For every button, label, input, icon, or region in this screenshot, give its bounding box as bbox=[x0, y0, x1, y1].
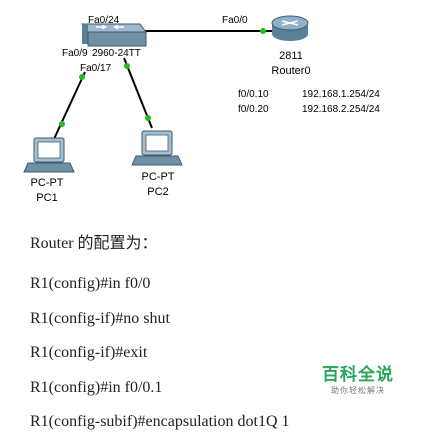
port-label: Fa0/24 bbox=[88, 15, 120, 26]
watermark-subtitle: 助你轻松解决 bbox=[331, 386, 385, 395]
pc2-name-label: PC2 bbox=[147, 186, 169, 198]
config-command: R1(config-if)#no shut bbox=[30, 310, 170, 327]
pc1-name-label: PC1 bbox=[36, 192, 58, 204]
pc1-icon[interactable] bbox=[23, 137, 75, 173]
subinterface-ip: 192.168.2.254/24 bbox=[302, 104, 380, 115]
config-command: R1(config)#in f0/0 bbox=[30, 275, 151, 292]
router-icon[interactable] bbox=[271, 15, 309, 41]
link-switch-pc1 bbox=[53, 71, 86, 140]
switch-model-label: 2960-24TT bbox=[92, 48, 141, 59]
watermark-title: 百科全说 bbox=[322, 365, 394, 384]
subinterface-table: f0/0.10 192.168.1.254/24 f0/0.20 192.168… bbox=[238, 87, 422, 117]
watermark: 百科全说 助你轻松解决 bbox=[322, 366, 394, 395]
link-up-indicator bbox=[59, 121, 65, 127]
pc2-type-label: PC-PT bbox=[141, 171, 175, 183]
router-model-label: 2811 bbox=[279, 50, 303, 62]
link-up-indicator bbox=[260, 28, 266, 34]
link-up-indicator bbox=[79, 74, 85, 80]
subinterface-name: f0/0.20 bbox=[238, 104, 269, 115]
config-command: R1(config)#in f0/0.1 bbox=[30, 379, 163, 396]
port-label: Fa0/0 bbox=[222, 15, 248, 26]
subinterface-row: f0/0.20 192.168.2.254/24 bbox=[238, 102, 422, 117]
link-up-indicator bbox=[124, 63, 130, 69]
port-label: Fa0/9 bbox=[62, 48, 88, 59]
config-command: R1(config-if)#exit bbox=[30, 344, 148, 361]
pc2-icon[interactable] bbox=[131, 130, 183, 166]
config-command: R1(config-subif)#encapsulation dot1Q 1 bbox=[30, 413, 290, 430]
subinterface-name: f0/0.10 bbox=[238, 89, 269, 100]
port-label: Fa0/17 bbox=[80, 63, 112, 74]
subinterface-ip: 192.168.1.254/24 bbox=[302, 89, 380, 100]
link-up-indicator bbox=[145, 115, 151, 121]
config-heading: Router 的配置为： bbox=[30, 235, 158, 252]
router-name-label: Router0 bbox=[271, 65, 311, 77]
switch-icon[interactable] bbox=[81, 23, 147, 47]
pc1-type-label: PC-PT bbox=[30, 177, 64, 189]
topology-diagram bbox=[23, 15, 309, 173]
subinterface-row: f0/0.10 192.168.1.254/24 bbox=[238, 87, 422, 102]
